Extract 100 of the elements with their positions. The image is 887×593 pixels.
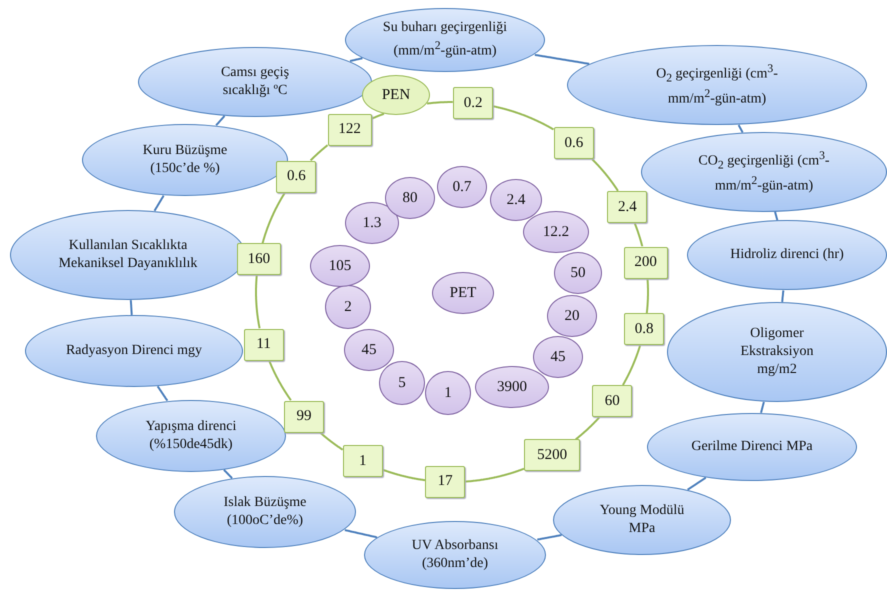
- value-box: [453, 87, 494, 120]
- value-label: 45: [362, 342, 376, 358]
- value-label: 60: [604, 392, 620, 410]
- property-label: Su buharı geçirgenliği (mm/m$^{2}$-gün-atm): [382, 19, 508, 60]
- property-label: Kullanılan Sıcaklıkta Mekaniksel Dayanıklılık: [58, 236, 198, 273]
- ring-arc: [268, 360, 292, 401]
- property-label: Camsı geçiş sıcaklığı ºC: [220, 64, 290, 100]
- value-label: 80: [402, 190, 418, 206]
- value-label: 200: [634, 254, 657, 271]
- ring-arc: [255, 274, 261, 329]
- ring-arc: [371, 112, 385, 120]
- value-ellipse: [385, 177, 435, 219]
- value-label: 1: [358, 452, 366, 470]
- ring-arc: [426, 101, 454, 104]
- value-box: [554, 127, 594, 160]
- value-ellipse: [554, 252, 602, 294]
- connector-line: [738, 124, 744, 133]
- connector-line: [350, 57, 363, 62]
- value-ellipse: [547, 295, 597, 337]
- ring-arc: [492, 105, 554, 130]
- value-ellipse: [533, 336, 583, 378]
- value-box: [284, 400, 324, 432]
- ring-arc: [634, 222, 644, 247]
- ring-arc: [646, 278, 649, 314]
- ring-arc: [575, 416, 600, 440]
- ring-arc: [382, 468, 426, 482]
- connector-line: [687, 476, 706, 491]
- connector-line: [537, 534, 562, 541]
- connector-line: [774, 211, 778, 221]
- value-ellipse: [475, 366, 549, 408]
- property-label: UV Absorbansı (360nm’de): [410, 536, 500, 573]
- property-label: Young Modülü MPa: [598, 502, 686, 538]
- value-label: 5: [398, 374, 406, 392]
- ring-arc: [592, 158, 619, 192]
- connector-line: [156, 386, 168, 402]
- value-label: 0.8: [634, 320, 654, 338]
- value-box: [328, 114, 372, 146]
- value-label: 3900: [497, 378, 527, 396]
- property-label: O$_{2}$ geçirgenliği (cm$^{3}$-mm/m$^{2}$-gün-atm): [655, 61, 779, 109]
- property-label: Oligomer Ekstraksiyon mg/m2: [739, 324, 815, 380]
- value-box: [624, 313, 664, 346]
- property-label: Radyasyon Direnci mgy: [66, 342, 202, 360]
- value-label: 0.2: [464, 94, 482, 112]
- ring-arc: [310, 144, 328, 162]
- value-box: [342, 445, 383, 478]
- connector-line: [534, 54, 590, 65]
- value-ellipse: [490, 179, 542, 221]
- value-ellipse: [437, 166, 487, 208]
- property-label: Gerilme Direnci MPa: [691, 438, 813, 456]
- value-label: 1.3: [362, 214, 382, 232]
- value-label: PET: [450, 284, 476, 302]
- value-label: 20: [564, 308, 580, 324]
- connector-line: [344, 529, 378, 538]
- value-label: 122: [338, 121, 361, 138]
- value-label: 160: [248, 250, 270, 268]
- connector-line: [781, 290, 784, 303]
- value-label: 11: [256, 336, 271, 354]
- connector-line: [154, 195, 164, 212]
- ring-arc: [262, 192, 286, 244]
- value-box: [624, 246, 668, 278]
- property-label: Kuru Büzüşme (150c’de %): [142, 142, 228, 178]
- property-label: Hidroliz direnci (hr): [730, 246, 844, 264]
- property-label: Islak Büzüşme (100oC’de%): [222, 494, 308, 530]
- value-box: [425, 466, 466, 498]
- value-label: 0.7: [452, 178, 472, 196]
- value-label: 5200: [537, 446, 568, 464]
- value-label: 12.2: [542, 224, 570, 240]
- value-ellipse: [379, 361, 425, 405]
- connector-line: [223, 469, 233, 479]
- ring-arc: [320, 432, 344, 451]
- value-label: 2.4: [506, 192, 526, 208]
- value-label: 0.6: [564, 134, 584, 152]
- material-label: PEN: [382, 86, 410, 104]
- value-label: 99: [296, 408, 312, 425]
- ring-arc: [622, 344, 642, 386]
- connector-line: [760, 401, 765, 414]
- value-label: 45: [550, 348, 566, 366]
- connector-line: [130, 300, 133, 316]
- value-label: 17: [438, 473, 453, 490]
- connector-line: [215, 115, 226, 126]
- value-box: [524, 439, 580, 472]
- value-ellipse: [344, 329, 394, 371]
- value-box: [244, 328, 284, 361]
- value-ellipse: [523, 211, 589, 253]
- property-label: Yapışma direnci (%150de45dk): [144, 418, 238, 454]
- property-label: CO$_{2}$ geçirgenliği (cm$^{3}$-mm/m$^{2}$-gün-atm): [697, 148, 831, 196]
- value-label: 1: [444, 384, 452, 402]
- value-box: [607, 191, 648, 224]
- value-label: 0.6: [286, 168, 306, 186]
- value-label: 105: [328, 258, 352, 274]
- ring-arc: [464, 468, 524, 483]
- value-box: [592, 385, 632, 418]
- value-ellipse: [345, 202, 399, 244]
- value-box: [236, 243, 281, 276]
- value-label: 2: [344, 298, 352, 316]
- value-box: [276, 160, 316, 193]
- value-label: 50: [570, 264, 586, 282]
- value-ellipse: [325, 285, 371, 329]
- value-label: 2.4: [618, 198, 637, 216]
- value-ellipse: [425, 371, 471, 415]
